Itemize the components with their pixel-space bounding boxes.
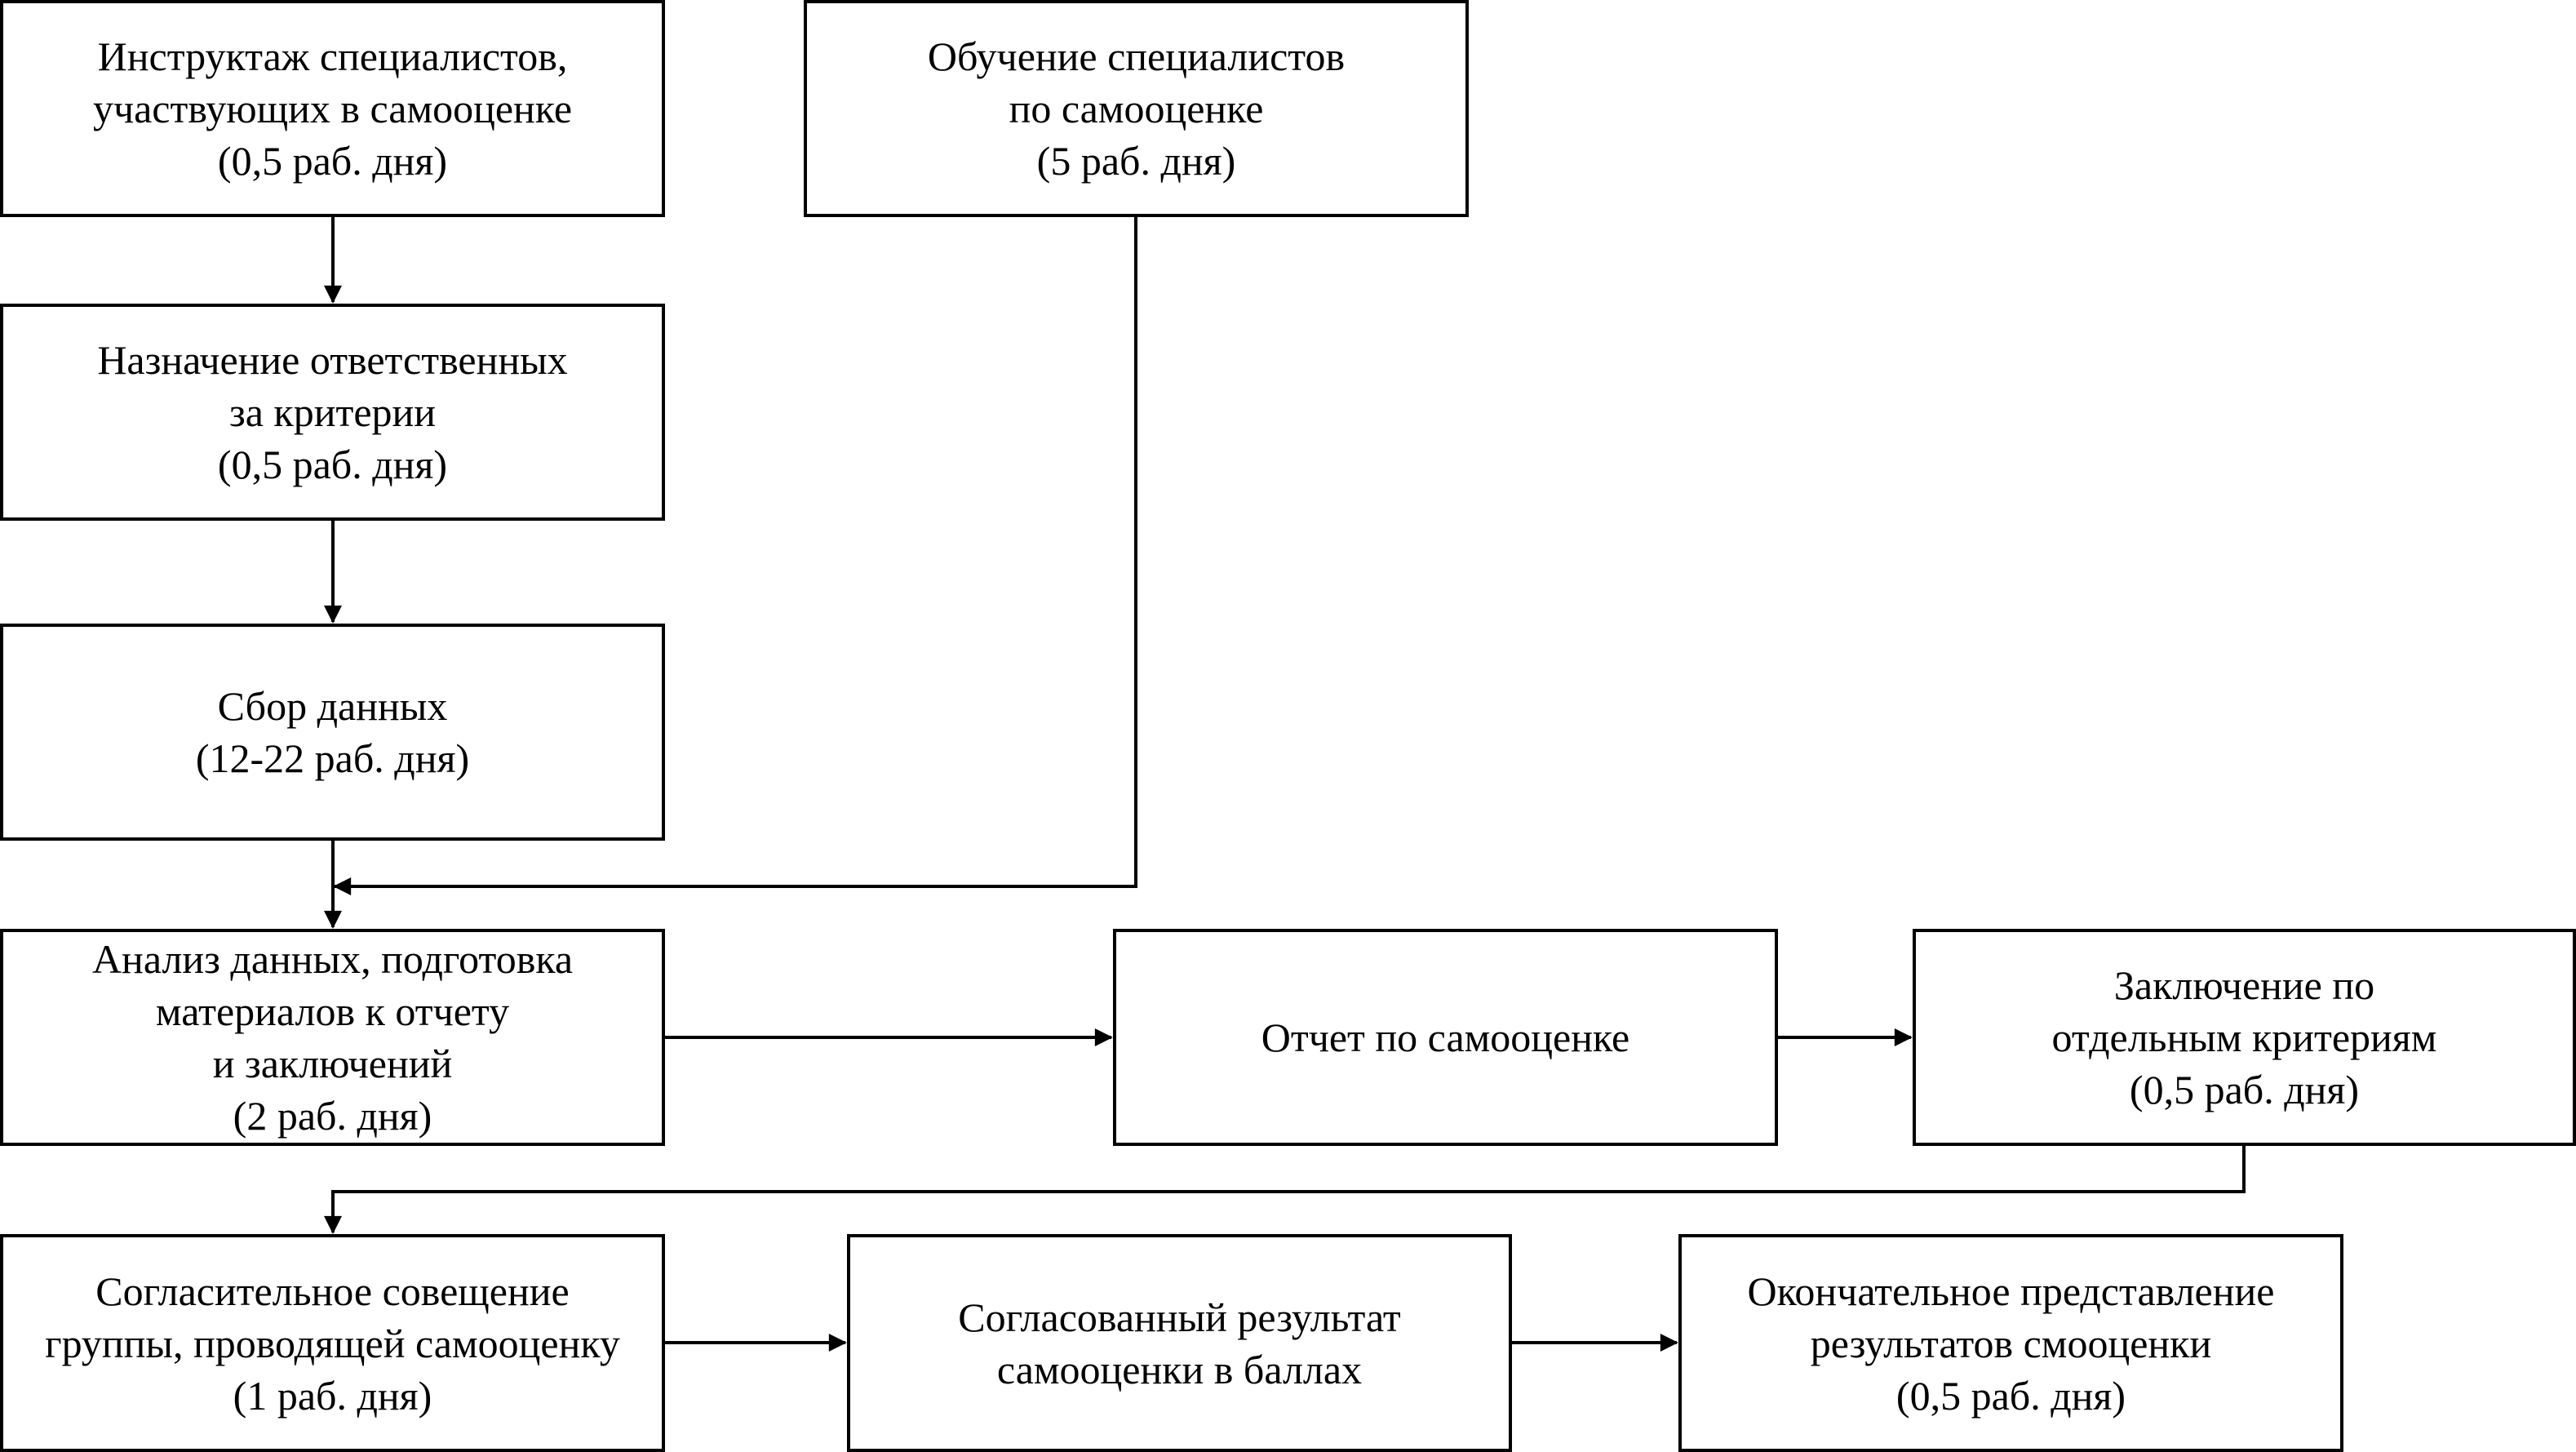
node-line: (0,5 раб. дня)	[2129, 1067, 2360, 1112]
node-line: Назначение ответственных	[97, 337, 568, 383]
node-line: Согласованный результат	[958, 1294, 1401, 1340]
node-specialist-training-text: Обучение специалистов по самооценке (5 р…	[928, 30, 1345, 187]
node-data-collection-text: Сбор данных (12-22 раб. дня)	[196, 680, 469, 784]
node-data-collection: Сбор данных (12-22 раб. дня)	[0, 624, 665, 841]
node-line: (0,5 раб. дня)	[1895, 1372, 2126, 1419]
node-criteria-conclusion-text: Заключение по отдельным критериям (0,5 р…	[2052, 959, 2437, 1116]
node-line: (0,5 раб. дня)	[217, 138, 448, 184]
arrow-conclusion-to-meeting	[324, 1146, 2246, 1234]
node-line: Инструктаж специалистов,	[97, 33, 568, 79]
node-line: отдельным критериям	[2051, 1015, 2437, 1060]
node-self-assessment-report-text: Отчет по самооценке	[1261, 1011, 1630, 1063]
node-line: группы, проводящей самооценку	[45, 1320, 620, 1366]
node-criteria-conclusion: Заключение по отдельным критериям (0,5 р…	[1913, 929, 2576, 1146]
node-line: участвующих в самооценке	[92, 86, 573, 131]
node-line: (5 раб. дня)	[1036, 138, 1236, 184]
node-line: (2 раб. дня)	[233, 1093, 432, 1139]
node-specialist-briefing-text: Инструктаж специалистов, участвующих в с…	[93, 30, 572, 187]
node-data-analysis-text: Анализ данных, подготовка материалов к о…	[92, 933, 573, 1142]
node-line: Окончательное представление	[1747, 1268, 2275, 1314]
node-line: самооценки в баллах	[996, 1346, 1363, 1392]
node-line: по самооценке	[1009, 86, 1264, 131]
node-final-presentation-text: Окончательное представление результатов …	[1748, 1265, 2275, 1422]
node-line: (1 раб. дня)	[233, 1372, 432, 1419]
node-specialist-training: Обучение специалистов по самооценке (5 р…	[804, 0, 1469, 217]
node-self-assessment-report: Отчет по самооценке	[1113, 929, 1778, 1146]
node-line: Обучение специалистов	[927, 33, 1346, 79]
node-line: за критерии	[228, 389, 437, 435]
node-consensus-meeting: Согласительное совещение группы, проводя…	[0, 1234, 665, 1452]
node-line: Согласительное совещение	[95, 1268, 570, 1314]
node-line: материалов к отчету	[155, 988, 510, 1034]
node-agreed-score: Согласованный результат самооценки в бал…	[847, 1234, 1512, 1452]
node-assign-responsible-text: Назначение ответственных за критерии (0,…	[97, 334, 567, 491]
arrow-training-to-analysis	[333, 217, 1137, 895]
node-specialist-briefing: Инструктаж специалистов, участвующих в с…	[0, 0, 665, 217]
node-assign-responsible: Назначение ответственных за критерии (0,…	[0, 304, 665, 521]
node-line: результатов смооценки	[1810, 1320, 2212, 1366]
node-line: Анализ данных, подготовка	[91, 936, 574, 982]
node-line: Сбор данных	[217, 683, 448, 729]
node-line: (12-22 раб. дня)	[195, 735, 470, 781]
node-line: и заключений	[212, 1041, 453, 1086]
node-line: (0,5 раб. дня)	[217, 442, 448, 487]
node-line: Заключение по	[2113, 962, 2375, 1008]
node-final-presentation: Окончательное представление результатов …	[1678, 1234, 2343, 1452]
node-data-analysis: Анализ данных, подготовка материалов к о…	[0, 929, 665, 1146]
node-line: Отчет по самооценке	[1261, 1015, 1630, 1060]
node-agreed-score-text: Согласованный результат самооценки в бал…	[958, 1291, 1401, 1396]
node-consensus-meeting-text: Согласительное совещение группы, проводя…	[45, 1265, 620, 1422]
